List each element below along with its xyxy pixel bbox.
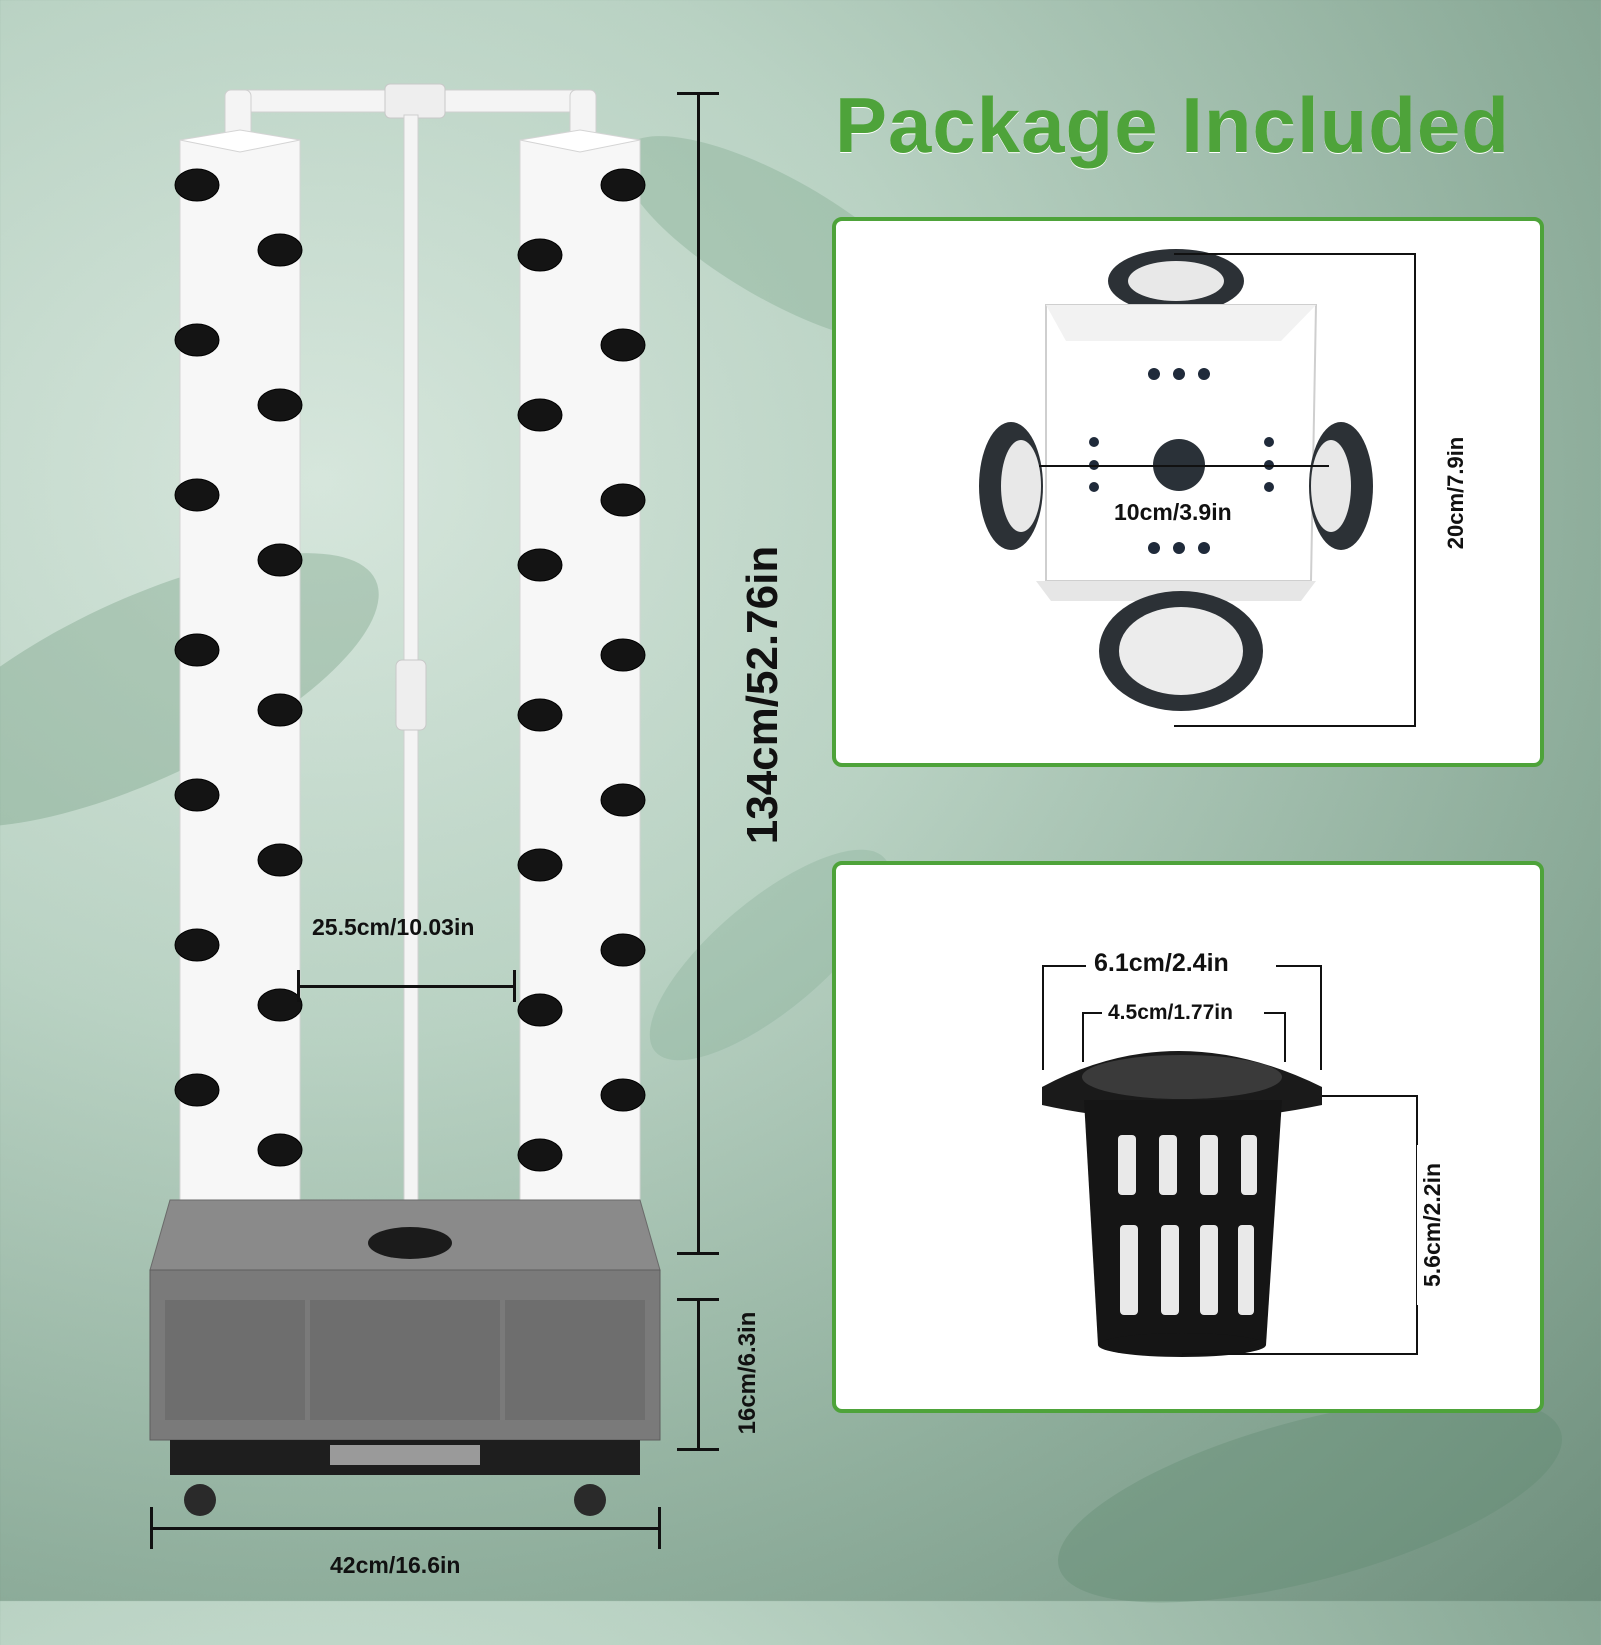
net-cup-illustration [1042, 1051, 1322, 1357]
base-width-tick-right [658, 1507, 661, 1549]
base-height-label: 16cm/6.3in [734, 1311, 761, 1435]
base-height-tick-top [677, 1298, 719, 1301]
page-title: Package Included [835, 81, 1510, 169]
tower-height-label: 134cm/52.76in [738, 545, 787, 845]
base-height-tick-bottom [677, 1448, 719, 1451]
hydroponic-tower-illustration [149, 83, 661, 1516]
cube-height-label: 20cm/7.9in [1443, 436, 1468, 550]
cup-height-tick-bottom [1182, 1353, 1418, 1355]
cup-outer-tick-right [1320, 965, 1322, 1070]
base-width-line [150, 1527, 660, 1530]
cup-inner-tick-left [1082, 1012, 1084, 1062]
cup-inner-line-right [1264, 1012, 1286, 1014]
base-width-tick-left [150, 1507, 153, 1549]
cup-inner-tick-right [1284, 1012, 1286, 1062]
tower-gap-tick-left [297, 970, 300, 1002]
cube-side-label: 10cm/3.9in [1114, 499, 1232, 525]
tower-gap-line [297, 985, 515, 988]
cube-height-line [1414, 253, 1416, 727]
tower-cube-panel: 10cm/3.9in 20cm/7.9in [832, 217, 1544, 767]
cup-inner-line-left [1082, 1012, 1102, 1014]
net-cup-panel: 6.1cm/2.4in 4.5cm/1.77in 5.6cm/2.2in [832, 861, 1544, 1413]
tower-gap-tick-right [513, 970, 516, 1002]
tower-cube-illustration [979, 249, 1373, 711]
tower-gap-label: 25.5cm/10.03in [312, 914, 475, 940]
cube-side-line [1039, 465, 1329, 467]
cup-outer-line-left [1042, 965, 1086, 967]
tower-height-line [697, 92, 700, 1254]
cube-height-tick-top [1174, 253, 1414, 255]
cup-height-label: 5.6cm/2.2in [1417, 1145, 1447, 1305]
cup-height-tick-top [1322, 1095, 1418, 1097]
tower-height-tick-top [677, 92, 719, 95]
cup-outer-line-right [1276, 965, 1322, 967]
base-width-label: 42cm/16.6in [330, 1552, 461, 1578]
cup-outer-label: 6.1cm/2.4in [1094, 949, 1229, 977]
cube-height-tick-bottom [1174, 725, 1414, 727]
cup-outer-tick-left [1042, 965, 1044, 1070]
tower-height-tick-bottom [677, 1252, 719, 1255]
cup-inner-label: 4.5cm/1.77in [1108, 1001, 1233, 1024]
base-height-line [697, 1298, 700, 1450]
